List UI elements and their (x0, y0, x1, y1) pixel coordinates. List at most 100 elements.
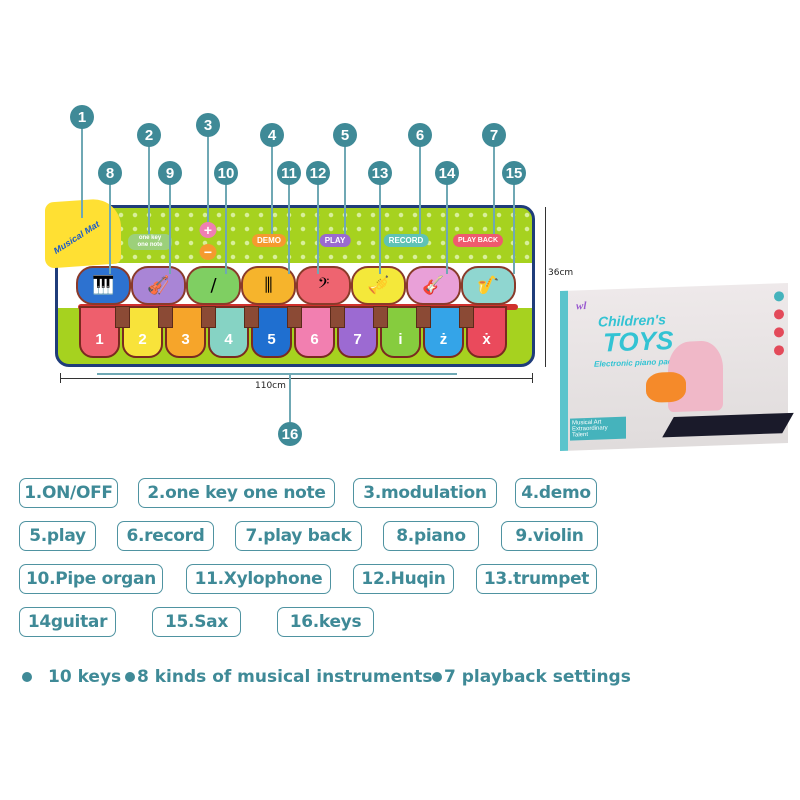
plus-button[interactable]: + (199, 222, 217, 238)
violin-icon: 🎻 (147, 275, 170, 296)
legend-item: 12.Huqin (353, 564, 454, 594)
callout-12: 12 (306, 161, 330, 185)
legend-item: 11.Xylophone (186, 564, 331, 594)
legend-item: 1.ON/OFF (19, 478, 118, 508)
leader-line (81, 128, 83, 218)
leader-line (419, 146, 421, 234)
record-button[interactable]: RECORD (383, 234, 429, 247)
feature-text: 10 keys (48, 667, 122, 687)
piano-key[interactable]: 1 (79, 306, 120, 358)
callout-16: 16 (278, 422, 302, 446)
baby-figure (646, 371, 686, 403)
callout-14: 14 (435, 161, 459, 185)
feature-item: 8 kinds of musical instruments (125, 667, 433, 687)
callout-10: 10 (214, 161, 238, 185)
pipe-organ-icon: / (210, 275, 217, 296)
piano-button[interactable]: 🎹 (76, 266, 131, 305)
leader-line (289, 374, 291, 422)
leader-line (446, 184, 448, 274)
feature-item: 10 keys (22, 667, 121, 687)
black-key[interactable] (287, 306, 302, 328)
sax-icon: 🎷 (477, 275, 500, 296)
huqin-icon: 𝄢 (317, 275, 330, 296)
legend-item: 6.record (117, 521, 214, 551)
height-dimension-line (545, 207, 546, 367)
dimension-tick (532, 373, 533, 383)
legend-item: 5.play (19, 521, 96, 551)
bullet-icon (432, 672, 442, 682)
black-key[interactable] (115, 306, 130, 328)
legend-item: 10.Pipe organ (19, 564, 163, 594)
piano-key[interactable]: 5 (251, 306, 292, 358)
black-key[interactable] (459, 306, 474, 328)
leader-line (493, 146, 495, 234)
callout-3: 3 (196, 113, 220, 137)
leader-line (225, 184, 227, 274)
keys-bracket (97, 373, 457, 375)
callout-11: 11 (277, 161, 301, 185)
trumpet-icon: 🎺 (367, 275, 390, 296)
height-label: 36cm (548, 268, 574, 278)
black-key[interactable] (330, 306, 345, 328)
box-side-text: Musical Art Extraordinary Talent (570, 416, 626, 441)
black-key[interactable] (158, 306, 173, 328)
trumpet-button[interactable]: 🎺 (351, 266, 406, 305)
black-key[interactable] (416, 306, 431, 328)
legend-item: 4.demo (515, 478, 597, 508)
search-icon (774, 309, 784, 320)
callout-8: 8 (98, 161, 122, 185)
user-icon (774, 291, 784, 302)
callout-15: 15 (502, 161, 526, 185)
black-key[interactable] (201, 306, 216, 328)
leader-line (207, 136, 209, 222)
minus-button[interactable]: − (199, 244, 217, 260)
violin-button[interactable]: 🎻 (131, 266, 186, 305)
black-key[interactable] (373, 306, 388, 328)
feature-item: 7 playback settings (432, 667, 631, 687)
callout-6: 6 (408, 123, 432, 147)
people-icon (774, 327, 784, 338)
leader-line (344, 146, 346, 234)
demo-button[interactable]: DEMO (252, 234, 286, 247)
box-title-2: TOYS (603, 325, 674, 358)
legend-item: 3.modulation (353, 478, 497, 508)
legend-item: 8.piano (383, 521, 479, 551)
bullet-icon (125, 672, 135, 682)
playback-button[interactable]: PLAY BACK (452, 234, 504, 247)
leader-line (379, 184, 381, 274)
box-subtitle: Electronic piano pad (594, 357, 673, 369)
guitar-icon: 🎸 (422, 275, 445, 296)
bullet-icon (22, 672, 32, 682)
product-box-image: wl Children's TOYS Electronic piano pad … (560, 283, 794, 451)
leader-line (169, 184, 171, 274)
feature-text: 8 kinds of musical instruments (137, 667, 433, 687)
play-button[interactable]: PLAY (319, 234, 351, 247)
callout-13: 13 (368, 161, 392, 185)
mat-in-photo (662, 412, 794, 438)
callout-7: 7 (482, 123, 506, 147)
xylophone-icon: ⫼ (264, 275, 273, 296)
brand-logo: wl (576, 300, 587, 313)
leader-line (288, 184, 290, 274)
legend-item: 13.trumpet (476, 564, 597, 594)
black-key[interactable] (244, 306, 259, 328)
legend-item: 2.one key one note (138, 478, 335, 508)
legend-item: 7.play back (235, 521, 362, 551)
leader-line (317, 184, 319, 274)
legend-item: 15.Sax (152, 607, 241, 637)
xylophone-button[interactable]: ⫼ (241, 266, 296, 305)
one-key-button[interactable]: one key one note (128, 234, 172, 250)
feature-text: 7 playback settings (444, 667, 631, 687)
callout-1: 1 (70, 105, 94, 129)
leader-line (513, 184, 515, 274)
pipe-organ-button[interactable]: / (186, 266, 241, 305)
leader-line (271, 146, 273, 234)
width-dimension-line (60, 378, 533, 379)
callout-5: 5 (333, 123, 357, 147)
legend-item: 14guitar (19, 607, 116, 637)
guitar-button[interactable]: 🎸 (406, 266, 461, 305)
piano-icon: 🎹 (92, 275, 115, 296)
huqin-button[interactable]: 𝄢 (296, 266, 351, 305)
width-label: 110cm (255, 381, 286, 391)
sax-button[interactable]: 🎷 (461, 266, 516, 305)
